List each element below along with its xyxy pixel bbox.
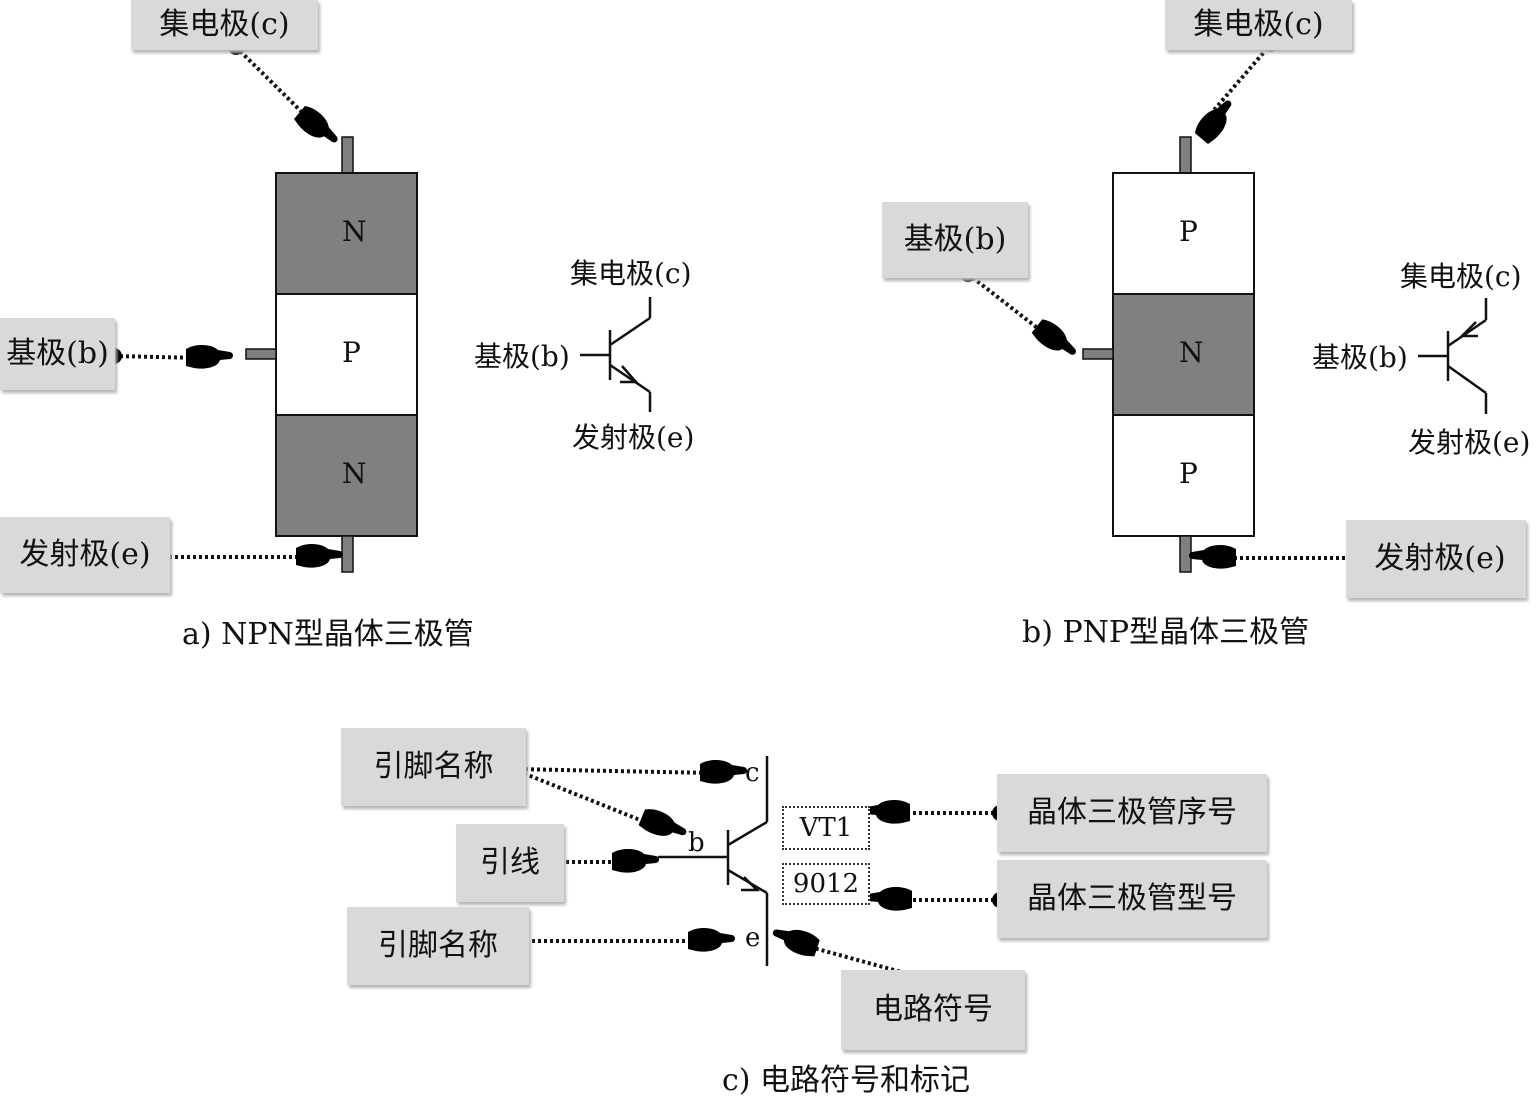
pnp-layer-letter: P [1179,457,1198,490]
pin-e-text: e [745,923,761,953]
ref-designator-box: VT1 [782,806,870,850]
npn-caption: a) NPN型晶体三极管 [182,617,474,652]
pin-name-bottom-label: 引脚名称 [347,907,529,985]
pin-c-text: c [745,758,760,788]
npn-symbol [580,297,652,412]
pnp-leaders [966,42,1355,560]
npn-symbol-collector-text: 集电极(c) [570,257,692,290]
npn-symbol-base-text: 基极(b) [474,340,570,373]
npn-layer-bottom [275,414,418,537]
npn-emitter-lead [341,535,354,573]
npn-layer-mid [275,293,418,416]
pin-name-top-label: 引脚名称 [341,728,526,806]
pnp-collector-label: 集电极(c) [1165,0,1352,50]
npn-layer-letter: P [342,336,361,369]
pnp-symbol [1418,298,1488,414]
npn-block [245,136,418,573]
npn-emitter-label: 发射极(e) [0,517,170,593]
pnp-symbol-collector-text: 集电极(c) [1400,260,1522,293]
npn-base-label: 基极(b) [0,318,115,390]
circuit-leaders [512,767,1000,981]
serial-number-label: 晶体三极管序号 [997,774,1267,852]
npn-dots [106,39,244,565]
pnp-layer-mid [1112,293,1255,416]
npn-layer-top [275,172,418,295]
circuit-symbol-label: 电路符号 [841,970,1025,1050]
npn-layer-letter: N [342,457,367,490]
npn-symbol-emitter-text: 发射极(e) [572,421,695,454]
pnp-layer-letter: N [1179,336,1204,369]
pnp-collector-lead [1179,136,1192,174]
pin-b-text: b [688,828,705,858]
pnp-layer-letter: P [1179,215,1198,248]
pnp-symbol-base-text: 基极(b) [1312,341,1408,374]
circuit-caption: c) 电路符号和标记 [722,1063,971,1098]
pnp-layer-top [1112,172,1255,295]
npn-layer-letter: N [342,215,367,248]
pnp-emitter-lead [1179,535,1192,573]
part-number-box: 9012 [782,863,870,905]
npn-collector-lead [341,136,354,174]
npn-base-lead [245,348,277,360]
pnp-symbol-emitter-text: 发射极(e) [1408,426,1531,459]
pnp-layer-bottom [1112,414,1255,537]
lead-label: 引线 [456,824,564,902]
npn-collector-label: 集电极(c) [131,0,318,50]
pointing-hand-icon [612,759,912,959]
pnp-block [1082,136,1255,573]
model-number-label: 晶体三极管型号 [997,860,1267,938]
pnp-emitter-label: 发射极(e) [1346,520,1526,598]
pnp-base-lead [1082,348,1114,360]
pnp-caption: b) PNP型晶体三极管 [1022,615,1310,650]
circuit-symbol [658,756,769,966]
pnp-base-label: 基极(b) [882,202,1028,278]
